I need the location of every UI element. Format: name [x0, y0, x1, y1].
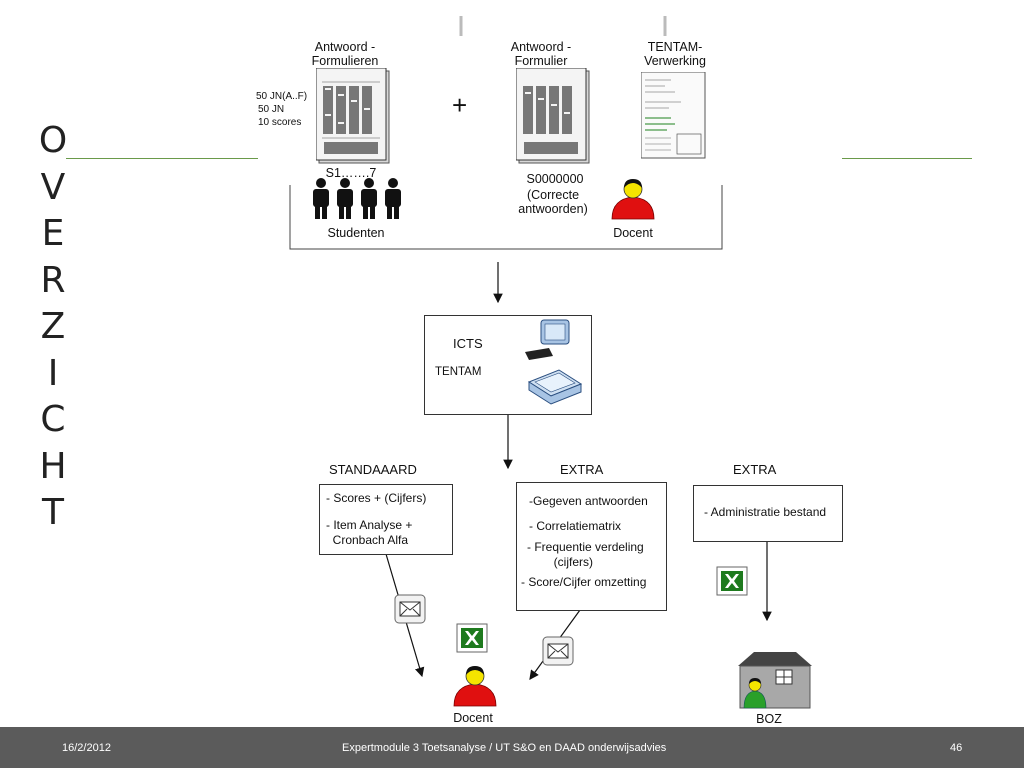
scanner-icon: [527, 369, 583, 405]
standaard-item: - Item Analyse + Cronbach Alfa: [326, 518, 413, 547]
standaard-box: - Scores + (Cijfers) - Item Analyse + Cr…: [319, 484, 453, 555]
tentam-report-image: [641, 72, 706, 159]
title-letter: O: [38, 120, 68, 161]
correct-answers-label: (Correcte antwoorden): [518, 188, 588, 216]
house-icon: [738, 652, 812, 709]
form-notes: 50 JN(A..F) 50 JN 10 scores: [256, 90, 307, 129]
extra-box-1: -Gegeven antwoorden - Correlatiematrix -…: [516, 482, 667, 611]
note-line: 50 JN(A..F): [256, 91, 308, 102]
vertical-title: O V E R Z I C H T: [36, 118, 70, 537]
extra1-item: - Frequentie verdeling (cijfers): [527, 540, 644, 569]
note-line: 10 scores: [258, 117, 302, 128]
extra1-item: -Gegeven antwoorden: [529, 494, 648, 508]
extra-box-2: - Administratie bestand: [693, 485, 843, 542]
boz-label: BOZ: [756, 712, 782, 726]
footer-date: 16/2/2012: [62, 742, 111, 754]
footer-title: Expertmodule 3 Toetsanalyse / UT S&O en …: [342, 742, 667, 754]
icts-title: ICTS: [453, 336, 483, 351]
title-letter: T: [42, 492, 64, 533]
docent-label-bottom: Docent: [453, 711, 493, 725]
form-label-tentam-verwerking: TENTAM- Verwerking: [644, 40, 706, 68]
computer-icon: [525, 319, 570, 360]
title-letter: H: [39, 445, 67, 487]
student-range-label: S1…….7: [325, 166, 377, 180]
title-letter: E: [41, 213, 65, 254]
extra2-item: - Administratie bestand: [704, 505, 827, 519]
title-letter: V: [40, 166, 66, 208]
standaard-header: STANDAAARD: [329, 462, 417, 477]
students-label: Studenten: [327, 226, 385, 240]
title-letter: R: [40, 259, 66, 301]
extra-header-2: EXTRA: [733, 462, 777, 477]
answer-key-code: S0000000: [526, 172, 584, 186]
plus-sign: +: [452, 90, 468, 120]
extra-header-1: EXTRA: [560, 462, 604, 477]
standaard-item: - Scores + (Cijfers): [326, 491, 427, 505]
title-letter: I: [47, 352, 59, 394]
mail-icon: [394, 594, 426, 624]
footer-bar: 16/2/2012 Expertmodule 3 Toetsanalyse / …: [0, 727, 1024, 768]
title-underline-right: [842, 158, 972, 159]
title-letter: Z: [40, 306, 66, 347]
footer-page-number: 46: [950, 742, 963, 754]
title-underline-left: [66, 158, 258, 159]
excel-icon: [716, 566, 748, 596]
title-letter: C: [40, 399, 66, 440]
icts-subtitle: TENTAM: [435, 366, 482, 378]
students-icon: [313, 178, 401, 219]
answer-form-image: [516, 68, 590, 164]
answer-forms-image: [316, 68, 390, 164]
note-line: 50 JN: [258, 104, 285, 115]
extra1-item: - Correlatiematrix: [529, 519, 622, 533]
docent-label-top: Docent: [613, 226, 653, 240]
docent-icon: [611, 179, 655, 220]
mail-icon: [542, 636, 574, 666]
form-label-antwoordformulier: Antwoord - Formulier: [510, 40, 572, 68]
form-label-antwoordformulieren: Antwoord - Formulieren: [311, 40, 379, 68]
icts-box: ICTS TENTAM: [424, 315, 592, 415]
extra1-item: - Score/Cijfer omzetting: [521, 575, 647, 589]
docent-icon-bottom: [453, 666, 497, 707]
excel-icon: [456, 623, 488, 653]
